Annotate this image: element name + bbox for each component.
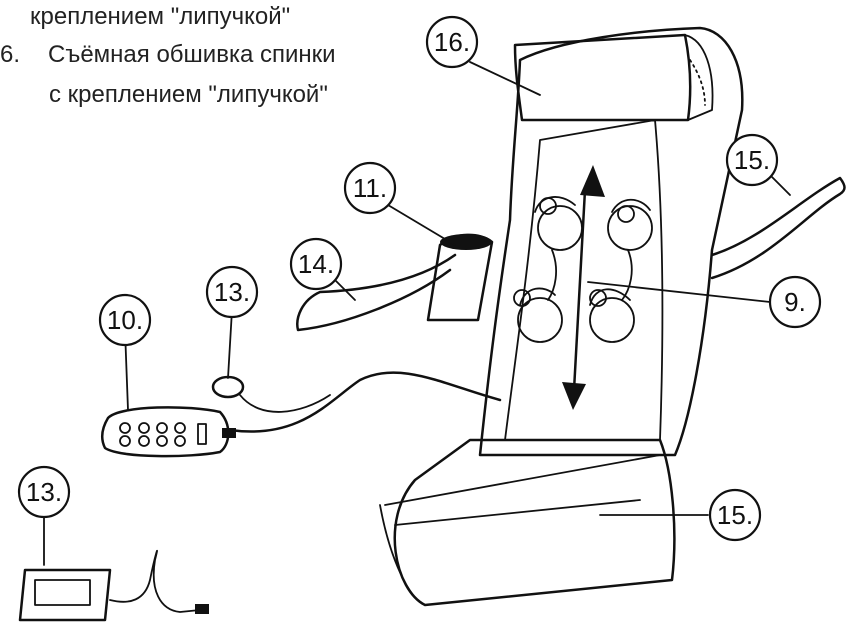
caption-line-1: креплением "липучкой" [30, 3, 291, 30]
roller-group [513, 196, 653, 343]
massage-seat-icon [18, 26, 846, 622]
clip-cable [239, 394, 331, 413]
caption-item-number: 6. [0, 41, 21, 68]
callout-16: 16. [425, 15, 479, 69]
strap-right [710, 176, 846, 280]
head-pillow [513, 33, 692, 122]
backrest-outline [478, 26, 744, 457]
svg-text:13.: 13. [26, 477, 62, 507]
pillow-stitch [689, 59, 706, 106]
svg-text:9.: 9. [784, 287, 806, 317]
svg-text:10.: 10. [107, 305, 143, 335]
seat-front-edge [379, 504, 426, 606]
strap-clip [211, 375, 245, 399]
backrest-inner-panel [504, 119, 664, 441]
svg-text:11.: 11. [353, 173, 387, 203]
leader-lines [43, 61, 791, 566]
callout-11: 11. [343, 161, 397, 215]
svg-text:15.: 15. [717, 500, 753, 530]
caption-line-3: с креплением "липучкой" [49, 81, 328, 108]
svg-text:13.: 13. [214, 277, 250, 307]
callout-15-seat: 15. [708, 488, 762, 542]
callout-13-clip: 13. [205, 265, 259, 319]
callout-15-strap: 15. [725, 133, 779, 187]
caption-line-2: Съёмная обшивка спинки [48, 41, 336, 68]
seat-cushion [393, 438, 676, 607]
svg-text:16.: 16. [434, 27, 470, 57]
seat-seam-2 [394, 499, 641, 526]
power-adapter-icon [18, 550, 209, 622]
remote-control-icon [100, 406, 236, 458]
remote-cable [228, 371, 502, 433]
svg-text:14.: 14. [298, 249, 334, 279]
vertical-travel-arrow [562, 165, 605, 410]
strap-left [296, 253, 457, 332]
callout-14: 14. [289, 237, 343, 291]
callout-13-adapter: 13. [17, 465, 71, 519]
pillow-side [684, 34, 714, 121]
svg-text:15.: 15. [734, 145, 770, 175]
callout-10: 10. [98, 293, 152, 347]
callout-9: 9. [768, 275, 822, 329]
seat-seam [384, 454, 661, 506]
